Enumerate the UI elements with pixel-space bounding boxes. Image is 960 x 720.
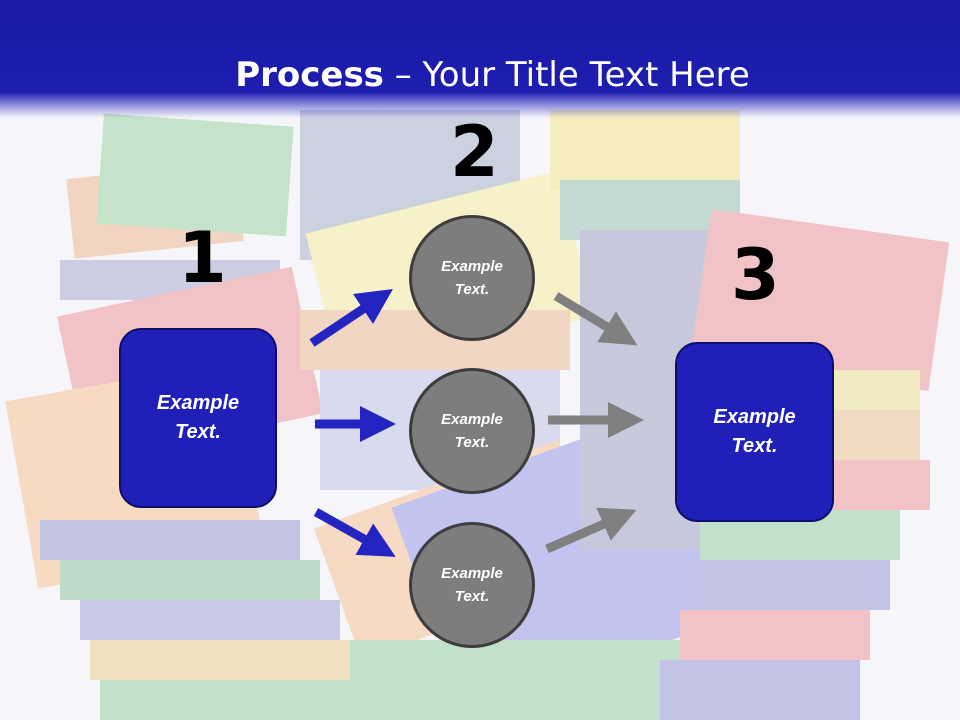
blue-arrow-down	[313, 508, 396, 557]
gray-arrow-up	[545, 507, 637, 554]
step-3-box: Example Text.	[675, 342, 834, 522]
gray-arrow-down	[553, 292, 638, 346]
step-2-circle-top-text: Example Text.	[441, 258, 503, 298]
slide-title: Process – Your Title Text Here	[0, 52, 960, 98]
step-number-1: 1	[178, 217, 227, 299]
step-1-box: Example Text.	[119, 328, 277, 508]
step-2-circle-bottom-text: Example Text.	[441, 565, 503, 605]
step-3-text: Example Text.	[713, 406, 796, 457]
step-2-circle-top: Example Text.	[409, 215, 535, 341]
step-2-circle-middle: Example Text.	[409, 368, 535, 494]
step-1-text: Example Text.	[156, 392, 240, 443]
step-2-circle-middle-text: Example Text.	[441, 411, 503, 451]
step-2-circle-bottom: Example Text.	[409, 522, 535, 648]
title-rest: – Your Title Text Here	[383, 55, 750, 95]
title-bar	[0, 0, 960, 118]
step-number-2: 2	[450, 111, 499, 193]
step-number-3: 3	[731, 234, 780, 316]
title-bold: Process	[235, 55, 384, 95]
blue-arrow-up	[309, 289, 393, 347]
